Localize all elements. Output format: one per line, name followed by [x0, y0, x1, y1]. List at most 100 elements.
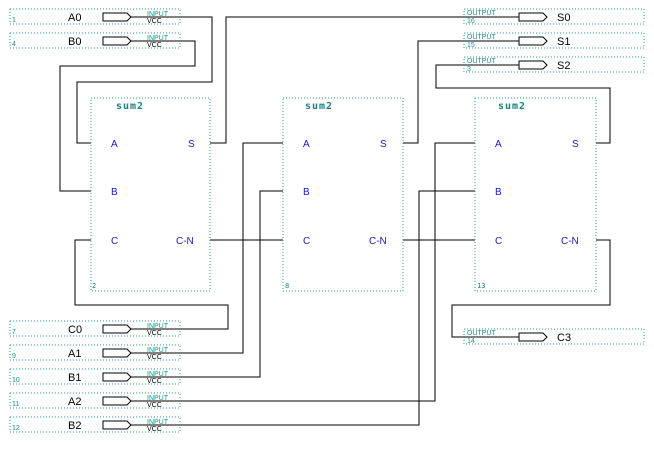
- sum2-block-2[interactable]: sum2 A B C S C-N 8: [282, 97, 404, 292]
- input-pin-symbol: [102, 396, 132, 406]
- output-pin-tag: OUTPUT: [467, 330, 497, 337]
- port-cn: C-N: [561, 236, 579, 247]
- output-pin-tag: OUTPUT: [467, 10, 497, 17]
- output-pin-name: C3: [557, 332, 571, 344]
- input-pin-name: B2: [68, 420, 81, 432]
- wire-s1: [403, 40, 519, 144]
- input-pin-name: A0: [68, 12, 81, 24]
- wire-b1: [131, 190, 283, 378]
- input-pin-name: B0: [68, 36, 81, 48]
- input-pin-symbol: [102, 348, 132, 358]
- block-id: 8: [285, 282, 289, 290]
- port-a: A: [111, 139, 118, 150]
- output-pin-symbol: [518, 36, 548, 46]
- output-pin-symbol: [518, 12, 548, 22]
- block-title: sum2: [305, 101, 333, 112]
- output-pin-number: 16: [467, 18, 475, 25]
- input-pin-name: A1: [68, 348, 81, 360]
- output-pin-s0[interactable]: OUTPUT 16 S0: [463, 8, 645, 25]
- port-b: B: [111, 187, 118, 198]
- input-pin-vcc: VCC: [147, 18, 162, 25]
- output-pin-s2[interactable]: OUTPUT 3 S2: [463, 56, 645, 73]
- block-frame: [282, 97, 404, 292]
- input-pin-frame: [9, 8, 181, 25]
- input-pin-name: A2: [68, 396, 81, 408]
- output-pin-tag: OUTPUT: [467, 58, 497, 65]
- input-pin-vcc: VCC: [147, 402, 162, 409]
- output-pin-name: S1: [557, 36, 570, 48]
- output-pin-symbol: [518, 332, 548, 342]
- block-frame: [90, 97, 211, 292]
- input-pin-tag: INPUT: [147, 347, 169, 354]
- input-pin-symbol: [102, 372, 132, 382]
- port-s: S: [188, 139, 195, 150]
- sum2-block-1[interactable]: sum2 A B C S C-N 2: [90, 97, 211, 292]
- input-pin-number: 11: [12, 401, 19, 408]
- output-pin-c3[interactable]: OUTPUT 14 C3: [463, 328, 645, 345]
- wire-a0: [76, 16, 213, 144]
- input-pin-tag: INPUT: [147, 371, 169, 378]
- port-b: B: [495, 187, 502, 198]
- input-pin-c0[interactable]: 7 C0 INPUT VCC: [9, 320, 181, 337]
- input-pin-number: 12: [12, 425, 20, 432]
- output-pin-frame: [463, 328, 645, 345]
- input-pin-symbol: [102, 12, 132, 22]
- output-pin-frame: [463, 8, 645, 25]
- input-pin-frame: [9, 320, 181, 337]
- output-pin-name: S2: [557, 60, 570, 72]
- input-pin-frame: [9, 416, 181, 433]
- port-cn: C-N: [369, 236, 387, 247]
- output-pin-number: 15: [467, 42, 475, 49]
- output-pin-frame: [463, 32, 645, 49]
- input-pin-frame: [9, 344, 181, 361]
- input-pin-number: 7: [12, 329, 16, 336]
- block-title: sum2: [116, 101, 144, 112]
- wire-a1: [131, 142, 283, 354]
- sum2-blocks: sum2 A B C S C-N 2 sum2 A B C S C-N 8 su…: [90, 97, 597, 292]
- block-id: 2: [92, 282, 96, 290]
- input-pin-vcc: VCC: [147, 378, 162, 385]
- port-b: B: [303, 187, 310, 198]
- input-pin-b0[interactable]: 4 B0 INPUT VCC: [9, 32, 181, 49]
- input-pin-tag: INPUT: [147, 35, 169, 42]
- input-pin-vcc: VCC: [147, 330, 162, 337]
- block-id: 13: [477, 282, 485, 290]
- input-pin-name: B1: [68, 372, 81, 384]
- wire-c0: [74, 239, 229, 330]
- output-pins: OUTPUT 16 S0 OUTPUT 15 S1 OUTPUT 3 S2 OU…: [463, 8, 645, 345]
- output-pin-frame: [463, 56, 645, 73]
- port-s: S: [380, 139, 387, 150]
- port-c: C: [495, 236, 502, 247]
- input-pin-b2[interactable]: 12 B2 INPUT VCC: [9, 416, 181, 433]
- input-pin-symbol: [102, 36, 132, 46]
- wire-b0: [59, 40, 196, 192]
- wires: [59, 16, 611, 426]
- input-pin-a0[interactable]: 1 A0 INPUT VCC: [9, 8, 181, 25]
- input-pin-symbol: [102, 420, 132, 430]
- input-pin-b1[interactable]: 10 B1 INPUT VCC: [9, 368, 181, 385]
- port-a: A: [303, 139, 310, 150]
- wire-s0: [210, 16, 519, 144]
- input-pins: 1 A0 INPUT VCC 4 B0 INPUT VCC 7 C0 INPUT…: [9, 8, 181, 433]
- output-pin-number: 14: [467, 338, 475, 345]
- input-pin-vcc: VCC: [147, 42, 162, 49]
- input-pin-a2[interactable]: 11 A2 INPUT VCC: [9, 392, 181, 409]
- wire-a2: [131, 142, 475, 402]
- input-pin-number: 4: [12, 41, 16, 48]
- block-title: sum2: [498, 101, 526, 112]
- input-pin-symbol: [102, 324, 132, 334]
- input-pin-a1[interactable]: 9 A1 INPUT VCC: [9, 344, 181, 361]
- input-pin-tag: INPUT: [147, 323, 169, 330]
- input-pin-number: 10: [12, 377, 20, 384]
- input-pin-frame: [9, 392, 181, 409]
- input-pin-number: 9: [12, 353, 16, 360]
- output-pin-s1[interactable]: OUTPUT 15 S1: [463, 32, 645, 49]
- output-pin-name: S0: [557, 12, 570, 24]
- input-pin-number: 1: [12, 17, 16, 24]
- input-pin-tag: INPUT: [147, 395, 169, 402]
- output-pin-number: 3: [467, 66, 471, 73]
- output-pin-tag: OUTPUT: [467, 34, 497, 41]
- block-frame: [474, 97, 597, 292]
- sum2-block-3[interactable]: sum2 A B C S C-N 13: [474, 97, 597, 292]
- input-pin-frame: [9, 32, 181, 49]
